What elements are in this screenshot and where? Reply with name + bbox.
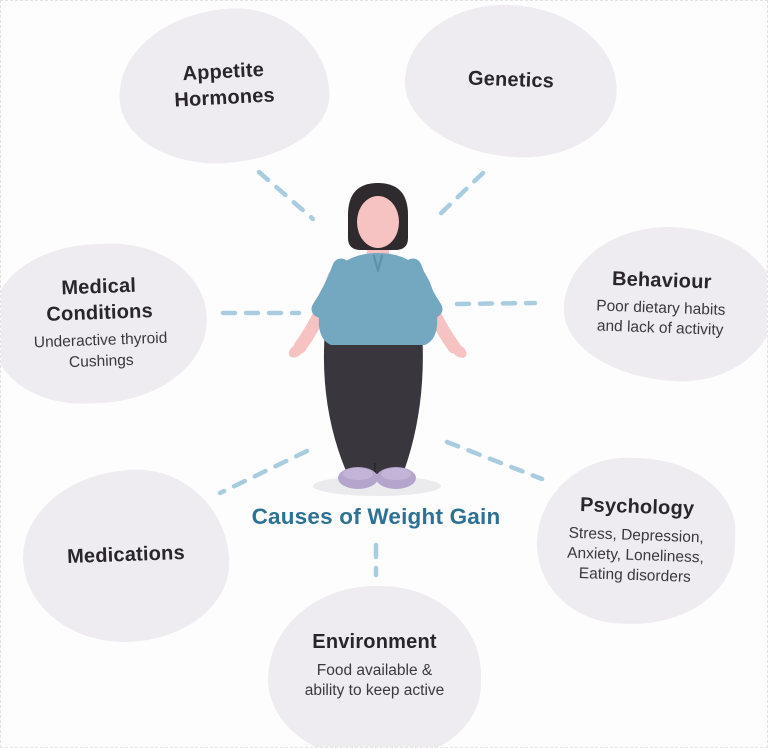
shirt-collar-notch	[372, 254, 384, 273]
cause-label: Psychology	[579, 494, 695, 521]
person-pants	[323, 329, 423, 474]
person-hair	[348, 183, 408, 250]
cause-label: Genetics	[467, 67, 555, 93]
ground-shadow	[313, 476, 441, 496]
cause-bubble-behaviour: Behaviour Poor dietary habits and lack o…	[561, 223, 767, 385]
person-arm-right	[413, 270, 461, 354]
cause-bubble-medical-conditions: Medical Conditions Underactive thyroid C…	[1, 240, 210, 407]
cause-bubble-genetics: Genetics	[402, 1, 620, 161]
cause-bubble-environment: Environment Food available & ability to …	[268, 586, 481, 747]
cause-label: Behaviour	[611, 267, 712, 293]
connector-appetite-hormones	[256, 169, 316, 222]
cause-detail: Food available & ability to keep active	[304, 661, 445, 699]
connector-medications	[217, 448, 310, 496]
connector-genetics	[433, 170, 486, 221]
person-shirt	[318, 253, 438, 345]
cause-label: Appetite Hormones	[173, 59, 276, 112]
person-neck	[367, 235, 389, 261]
person-shoe-right	[376, 467, 416, 489]
person-face	[357, 196, 399, 248]
shoe-highlight-left	[343, 468, 373, 480]
cause-detail: Stress, Depression, Anxiety, Loneliness,…	[566, 524, 705, 587]
cause-label: Environment	[312, 631, 437, 653]
person-illustration	[288, 183, 467, 496]
cause-bubble-psychology: Psychology Stress, Depression, Anxiety, …	[534, 454, 738, 628]
person-hand-left	[288, 344, 304, 358]
connector-psychology	[444, 439, 545, 482]
cause-bubble-appetite-hormones: Appetite Hormones	[115, 3, 333, 169]
cause-detail: Poor dietary habits and lack of activity	[595, 297, 726, 340]
page-title: Causes of Weight Gain	[251, 504, 501, 529]
connector-behaviour	[454, 300, 538, 307]
shoe-highlight-right	[381, 468, 411, 480]
cause-label: Medications	[66, 542, 186, 569]
cause-label: Medical Conditions	[46, 274, 154, 326]
person-arm-left	[293, 270, 341, 354]
person-sleeve-right	[404, 258, 443, 318]
person-sleeve-left	[311, 258, 350, 318]
person-hand-right	[451, 344, 467, 358]
person-hair-fringe	[356, 186, 402, 216]
cause-detail: Underactive thyroid Cushings	[33, 330, 168, 371]
person-shoe-left	[338, 467, 378, 489]
cause-bubble-medications: Medications	[20, 466, 232, 646]
